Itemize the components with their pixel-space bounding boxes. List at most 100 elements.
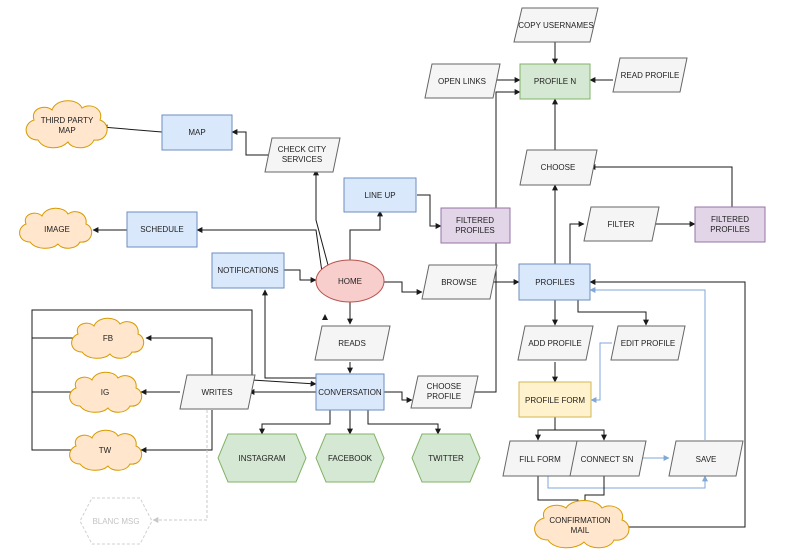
label: BROWSE — [441, 278, 477, 287]
node-image[interactable]: IMAGE — [19, 207, 93, 249]
node-line-up[interactable]: LINE UP — [343, 177, 417, 213]
stray-arrow-mark — [322, 314, 328, 320]
node-connect-sn[interactable]: CONNECT SN — [569, 440, 647, 477]
shape — [217, 433, 307, 483]
shape — [179, 374, 256, 410]
shape — [694, 206, 766, 243]
edge-home-to-check-city — [313, 169, 329, 266]
edge-profiles-to-edit-profile — [577, 300, 649, 326]
label-line-2: PROFILES — [710, 225, 750, 234]
shape — [71, 317, 145, 359]
node-writes[interactable]: WRITES — [179, 374, 256, 410]
label: OPEN LINKS — [438, 77, 486, 86]
label-line-2: SERVICES — [282, 155, 322, 164]
node-third-party-map[interactable]: THIRD PARTY MAP — [25, 100, 108, 149]
node-ig[interactable]: IG — [69, 371, 143, 413]
edge-home-to-line-up — [349, 210, 383, 260]
node-home[interactable]: HOME — [315, 259, 385, 303]
node-fill-form[interactable]: FILL FORM — [502, 440, 579, 477]
label-line-2: PROFILE — [427, 392, 461, 401]
shape — [343, 177, 417, 213]
shape — [519, 149, 598, 186]
node-open-links[interactable]: OPEN LINKS — [424, 63, 501, 99]
label: PROFILE N — [534, 77, 576, 86]
edge-form-to-connect — [555, 429, 607, 441]
edge-conversation-to-notifications — [262, 289, 316, 379]
label: READ PROFILE — [621, 71, 680, 80]
shape — [612, 57, 688, 93]
label: NOTIFICATIONS — [217, 266, 278, 275]
node-choose[interactable]: CHOOSE — [519, 149, 598, 186]
edge-edit-profile-to-form — [590, 342, 612, 403]
shape — [161, 114, 233, 151]
node-edit-profile[interactable]: EDIT PROFILE — [610, 325, 686, 361]
node-read-profile[interactable]: READ PROFILE — [612, 57, 688, 93]
edge-check-city-to-map — [231, 129, 268, 156]
node-tw[interactable]: TW — [69, 429, 143, 471]
label: TWITTER — [428, 454, 464, 463]
shape — [518, 381, 592, 418]
label: WRITES — [201, 388, 232, 397]
node-profile-n[interactable]: PROFILE N — [519, 63, 591, 100]
node-profiles[interactable]: PROFILES — [518, 263, 591, 301]
shape — [69, 429, 143, 471]
label-line-1: FILTERED — [456, 216, 494, 225]
label: IMAGE — [44, 225, 70, 234]
edge-fb-loop-to-conversation — [31, 309, 317, 387]
shape — [421, 264, 498, 300]
node-filtered-profiles-2[interactable]: FILTERED PROFILES — [694, 206, 766, 243]
label: FILL FORM — [519, 455, 561, 464]
node-map[interactable]: MAP — [161, 114, 233, 151]
node-facebook[interactable]: FACEBOOK — [315, 433, 385, 483]
node-add-profile[interactable]: ADD PROFILE — [517, 325, 594, 361]
node-check-city-services[interactable]: CHECK CITY SERVICES — [264, 137, 341, 173]
shape — [424, 63, 501, 99]
label: LINE UP — [364, 191, 395, 200]
label: EDIT PROFILE — [621, 339, 676, 348]
shape — [583, 206, 660, 242]
node-blanc-msg[interactable]: BLANC MSG — [79, 497, 153, 545]
node-fb[interactable]: FB — [71, 317, 145, 359]
label: SAVE — [696, 455, 717, 464]
label: TW — [99, 446, 112, 455]
label-line-1: FILTERED — [711, 215, 749, 224]
label: FILTER — [608, 220, 635, 229]
node-notifications[interactable]: NOTIFICATIONS — [211, 252, 285, 289]
shape — [411, 433, 481, 483]
node-conversation[interactable]: CONVERSATION — [315, 373, 385, 411]
node-copy-usernames[interactable]: COPY USERNAMES — [513, 7, 599, 43]
label: FB — [103, 334, 113, 343]
label: COPY USERNAMES — [518, 21, 593, 30]
edge-form-to-fill — [535, 417, 556, 441]
edge-conversation-to-instagram — [259, 410, 331, 435]
edge-writes-to-blanc — [152, 410, 208, 523]
shape — [69, 371, 143, 413]
shape — [314, 325, 391, 361]
label: HOME — [338, 277, 362, 286]
edge-fill-to-save — [547, 475, 708, 489]
node-browse[interactable]: BROWSE — [421, 264, 498, 300]
label-line-2: PROFILES — [455, 226, 495, 235]
node-schedule[interactable]: SCHEDULE — [126, 211, 198, 248]
node-save[interactable]: SAVE — [668, 440, 744, 477]
shape — [410, 375, 479, 409]
node-profile-form[interactable]: PROFILE FORM — [518, 381, 592, 418]
edge-writes-to-tw — [140, 410, 213, 453]
shape — [517, 325, 594, 361]
edge-filtered-2-to-choose — [589, 164, 733, 207]
edge-map-to-third-party — [101, 124, 163, 133]
node-instagram[interactable]: INSTAGRAM — [217, 433, 307, 483]
label-line-1: THIRD PARTY — [41, 116, 94, 125]
node-twitter[interactable]: TWITTER — [411, 433, 481, 483]
shape — [569, 440, 647, 477]
node-reads[interactable]: READS — [314, 325, 391, 361]
node-choose-profile[interactable]: CHOOSE PROFILE — [410, 375, 479, 409]
node-filter[interactable]: FILTER — [583, 206, 660, 242]
shape — [610, 325, 686, 361]
shape — [440, 207, 511, 244]
node-filtered-profiles-1[interactable]: FILTERED PROFILES — [440, 207, 511, 244]
node-confirmation-mail[interactable]: CONFIRMATION MAIL — [534, 500, 630, 549]
edge-conversation-to-choose-profile — [384, 391, 413, 403]
edge-confirmation-to-profiles — [589, 279, 746, 528]
